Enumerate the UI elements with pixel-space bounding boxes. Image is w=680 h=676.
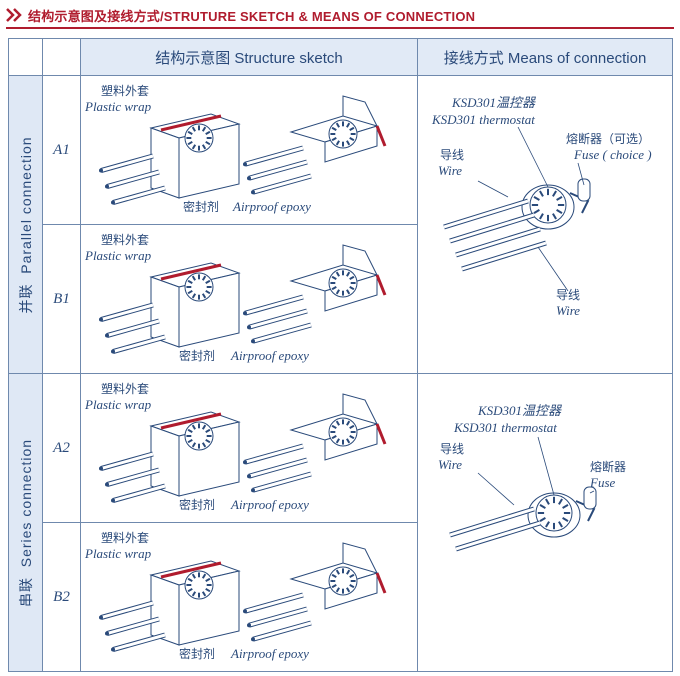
epoxy-label-en: Airproof epoxy — [231, 646, 309, 661]
wire-label-en: Wire — [438, 457, 463, 472]
sketch-b1: 塑料外套 Plastic wrap 密封剂 Airproof epoxy — [80, 224, 418, 374]
epoxy-label-en: Airproof epoxy — [231, 497, 309, 512]
wire-label-cn: 导线 — [440, 148, 465, 162]
group-series-label: 串联 Series connection — [17, 438, 34, 607]
row-label-b2: B2 — [42, 522, 81, 672]
epoxy-label-en: Airproof epoxy — [233, 199, 311, 214]
fuse-label-cn: 熔断器（可选） — [566, 132, 651, 146]
epoxy-label-cn: 密封剂 — [179, 349, 216, 363]
plastic-wrap-label-en: Plastic wrap — [85, 546, 152, 561]
wire-bottom-label-en: Wire — [556, 303, 581, 318]
wire-bottom-label-cn: 导线 — [556, 288, 581, 302]
thermostat-label-cn: KSD301温控器 — [452, 95, 536, 110]
structure-sketch-drawing — [99, 244, 387, 354]
title-rule — [6, 27, 674, 29]
row-label-a2: A2 — [42, 373, 81, 523]
double-chevron-icon — [6, 8, 22, 22]
sketch-a1: 塑料外套 Plastic wrap 密封剂 Airproof epoxy — [80, 75, 418, 225]
plastic-wrap-label-cn: 塑料外套 — [101, 531, 150, 545]
wire-label-cn: 导线 — [440, 442, 465, 456]
fuse-label-en: Fuse — [590, 475, 616, 490]
corner-cell-2 — [42, 38, 81, 76]
structure-sketch-drawing — [99, 393, 387, 503]
group-parallel-label: 并联 Parallel connection — [17, 135, 34, 314]
corner-cell — [8, 38, 43, 76]
plastic-wrap-label-en: Plastic wrap — [85, 397, 152, 412]
plastic-wrap-label-cn: 塑料外套 — [101, 382, 150, 396]
fuse-label-cn: 熔断器 — [590, 460, 627, 474]
thermostat-label-cn: KSD301温控器 — [478, 403, 562, 418]
series-wiring-drawing — [449, 436, 597, 551]
thermostat-label-en: KSD301 thermostat — [432, 112, 535, 127]
epoxy-label-cn: 密封剂 — [179, 498, 216, 512]
group-series: 串联 Series connection — [8, 373, 43, 672]
row-label-a1: A1 — [42, 75, 81, 225]
plastic-wrap-label-cn: 塑料外套 — [101, 233, 150, 247]
epoxy-label-cn: 密封剂 — [179, 647, 216, 661]
plastic-wrap-label-en: Plastic wrap — [85, 248, 152, 263]
wiring-parallel: KSD301温控器 KSD301 thermostat 熔断器（可选） Fuse… — [417, 75, 673, 374]
epoxy-label-en: Airproof epoxy — [231, 348, 309, 363]
plastic-wrap-label-en: Plastic wrap — [85, 99, 152, 114]
fuse-label-en: Fuse ( choice ) — [574, 147, 652, 162]
epoxy-label-cn: 密封剂 — [183, 200, 220, 214]
header-structure-sketch: 结构示意图 Structure sketch — [80, 38, 418, 76]
wiring-series: KSD301温控器 KSD301 thermostat 导线 Wire 熔断器 … — [417, 373, 673, 672]
section-header: 结构示意图及接线方式/STRUTURE SKETCH & MEANS OF CO… — [6, 4, 475, 26]
parallel-wiring-drawing — [443, 126, 591, 291]
sketch-a2: 塑料外套 Plastic wrap 密封剂 Airproof epoxy — [80, 373, 418, 523]
thermostat-label-en: KSD301 thermostat — [454, 420, 557, 435]
row-label-b1: B1 — [42, 224, 81, 374]
plastic-wrap-label-cn: 塑料外套 — [101, 84, 150, 98]
structure-sketch-drawing — [99, 542, 387, 652]
structure-sketch-drawing — [99, 95, 387, 205]
group-parallel: 并联 Parallel connection — [8, 75, 43, 374]
structure-table: 结构示意图 Structure sketch 接线方式 Means of con… — [8, 38, 673, 672]
sketch-b2: 塑料外套 Plastic wrap 密封剂 Airproof epoxy — [80, 522, 418, 672]
section-title: 结构示意图及接线方式/STRUTURE SKETCH & MEANS OF CO… — [28, 8, 476, 24]
wire-label-en: Wire — [438, 163, 463, 178]
header-means-of-connection: 接线方式 Means of connection — [417, 38, 673, 76]
